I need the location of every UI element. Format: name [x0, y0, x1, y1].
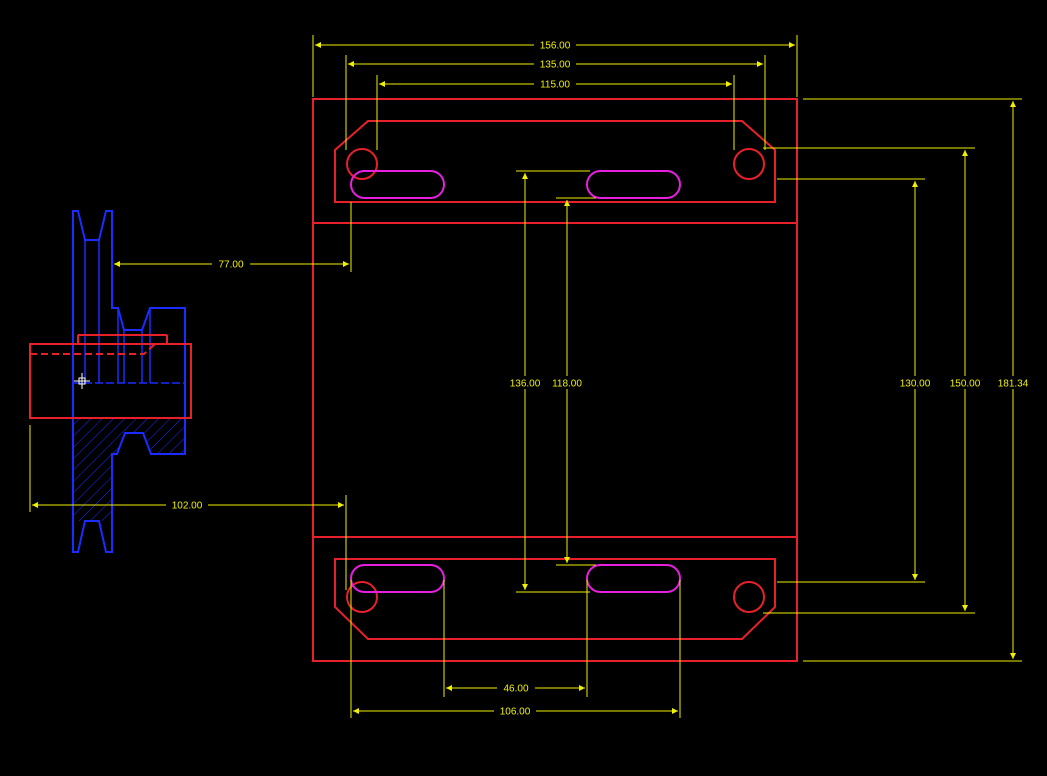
dim-label-102: 102.00 [172, 501, 203, 512]
motor-shaft [29, 334, 192, 419]
mount-hole-top-left [346, 148, 378, 180]
slot-bottom-right [586, 564, 681, 593]
base-plate [312, 98, 798, 662]
dim-label-130: 130.00 [900, 379, 931, 390]
dimension-labels: 156.00 135.00 115.00 77.00 102.00 136.00… [166, 38, 1032, 718]
pulley-side-view [29, 210, 192, 553]
dim-label-181: 181.34 [998, 379, 1029, 390]
dim-label-77: 77.00 [218, 260, 243, 271]
dim-label-115: 115.00 [540, 80, 570, 91]
mount-hole-top-right [733, 148, 765, 180]
lower-mounting-flange [334, 558, 776, 640]
slot-bottom-left [350, 564, 445, 593]
dim-label-136: 136.00 [510, 379, 541, 390]
upper-mounting-flange [334, 120, 776, 203]
dim-label-156: 156.00 [540, 41, 571, 52]
mount-hole-bottom-right [733, 581, 765, 613]
dim-label-135: 135.00 [540, 60, 571, 71]
dim-label-150: 150.00 [950, 379, 981, 390]
pulley-hatched-section [73, 418, 185, 521]
dim-label-106: 106.00 [500, 707, 531, 718]
plate-outline [312, 98, 798, 662]
dim-label-118: 118.00 [552, 379, 582, 390]
pulley-inner-lines [73, 240, 185, 419]
slot-top-right [586, 170, 681, 199]
dim-label-46: 46.00 [503, 684, 528, 695]
crosshair-icon[interactable] [74, 373, 90, 389]
pulley-outline [72, 210, 186, 553]
adjustment-slots [350, 170, 681, 593]
mount-hole-bottom-left [346, 581, 378, 613]
slot-top-left [350, 170, 445, 199]
